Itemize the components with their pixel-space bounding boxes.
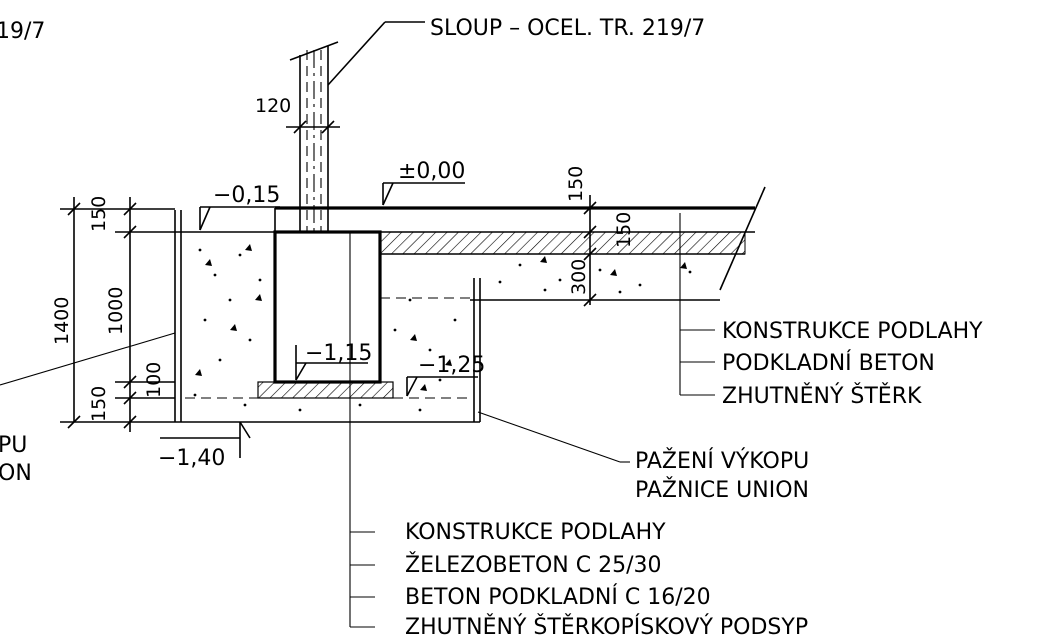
- level-marker-zero: [382, 182, 465, 206]
- column-label: SLOUP – OCEL. TR. 219/7: [430, 16, 705, 41]
- dim-120: 120: [255, 95, 291, 117]
- shoring-label-2: PAŽNICE UNION: [635, 477, 809, 503]
- column-leader: [327, 21, 386, 86]
- partial-label-top-left: 19/7: [0, 19, 45, 44]
- steel-column: [289, 41, 339, 232]
- shoring-label-1: PAŽENÍ VÝKOPU: [635, 448, 809, 474]
- dim-300: 300: [568, 259, 590, 295]
- level-m125: −1,25: [418, 353, 485, 378]
- floor-callout-leader: [679, 213, 715, 396]
- level-m140: −1,40: [158, 446, 225, 471]
- dim-chain-right: [583, 195, 597, 307]
- level-marker-115: [295, 345, 368, 381]
- partial-label-left-2: ON: [0, 461, 32, 486]
- bottom-label-3: BETON PODKLADNÍ C 16/20: [405, 584, 711, 610]
- shoring-leader: [477, 411, 621, 463]
- dim-1000: 1000: [105, 287, 127, 335]
- level-m115: −1,15: [305, 341, 372, 366]
- level-marker-140: [160, 421, 251, 458]
- floor-concrete-hatch: [379, 231, 746, 255]
- bottom-label-4: ZHUTNĚNÝ ŠTĚRKOPÍSKOVÝ PODSYP: [405, 614, 808, 637]
- level-zero: ±0,00: [398, 159, 465, 184]
- level-m015: −0,15: [213, 183, 280, 208]
- aggregate-fill: [193, 248, 692, 412]
- bottom-label-1: KONSTRUKCE PODLAHY: [405, 520, 666, 545]
- level-marker-015: [199, 206, 280, 231]
- floor-label-3: ZHUTNĚNÝ ŠTĚRK: [722, 383, 922, 409]
- partial-label-left-1: PU: [0, 433, 27, 458]
- level-marker-125: [406, 376, 478, 397]
- dim-1400: 1400: [51, 297, 73, 345]
- dim-150-right: 150: [565, 166, 587, 202]
- floor-label-2: PODKLADNÍ BETON: [722, 350, 935, 376]
- leader-left: [0, 332, 176, 386]
- dim-150-bottom: 150: [88, 386, 110, 422]
- base-concrete-hatch: [257, 381, 394, 399]
- dim-150-slab: 150: [613, 212, 635, 248]
- dim-150-top: 150: [88, 196, 110, 232]
- dim-chain-left: [60, 197, 175, 432]
- dim-100: 100: [143, 362, 165, 398]
- bottom-callout-leader: [349, 232, 375, 628]
- aggregate-triangles: [195, 244, 687, 391]
- bottom-label-2: ŽELEZOBETON C 25/30: [405, 552, 661, 578]
- floor-label-1: KONSTRUKCE PODLAHY: [722, 319, 983, 344]
